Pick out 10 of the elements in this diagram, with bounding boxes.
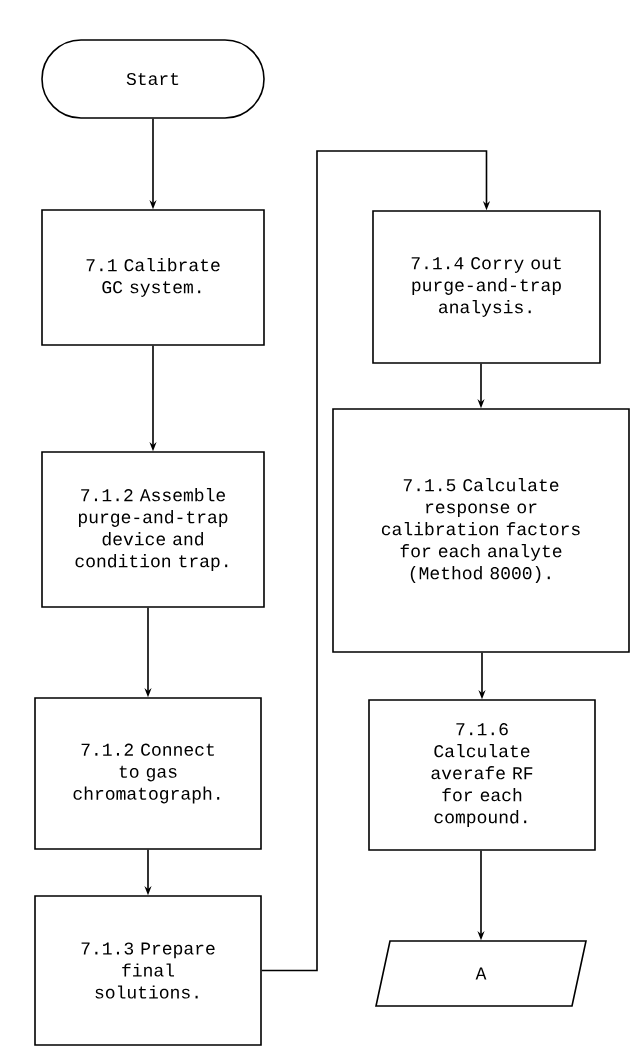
process-box: 7.1.5 Calculate response or calibration factors for each analyte (Method 8000). bbox=[332, 408, 630, 653]
process-box: 7.1.2 Assemble purge-and-trap device and condition trap. bbox=[41, 451, 265, 608]
arrow bbox=[261, 150, 491, 972]
process-box: 7.1.6 Calculate averafe RF for each compound. bbox=[368, 699, 596, 851]
start-terminal: Start bbox=[41, 39, 265, 119]
process-box: 7.1.3 Prepare final solutions. bbox=[34, 895, 262, 1046]
process-box: 7.1.2 Connect to gas chromatograph. bbox=[34, 697, 262, 850]
process-box: 7.1 Calibrate GC system. bbox=[41, 209, 265, 346]
process-box: 7.1.4 Corry out purge-and-trap analysis. bbox=[372, 210, 601, 364]
connector-parallelogram: A bbox=[375, 940, 587, 1007]
